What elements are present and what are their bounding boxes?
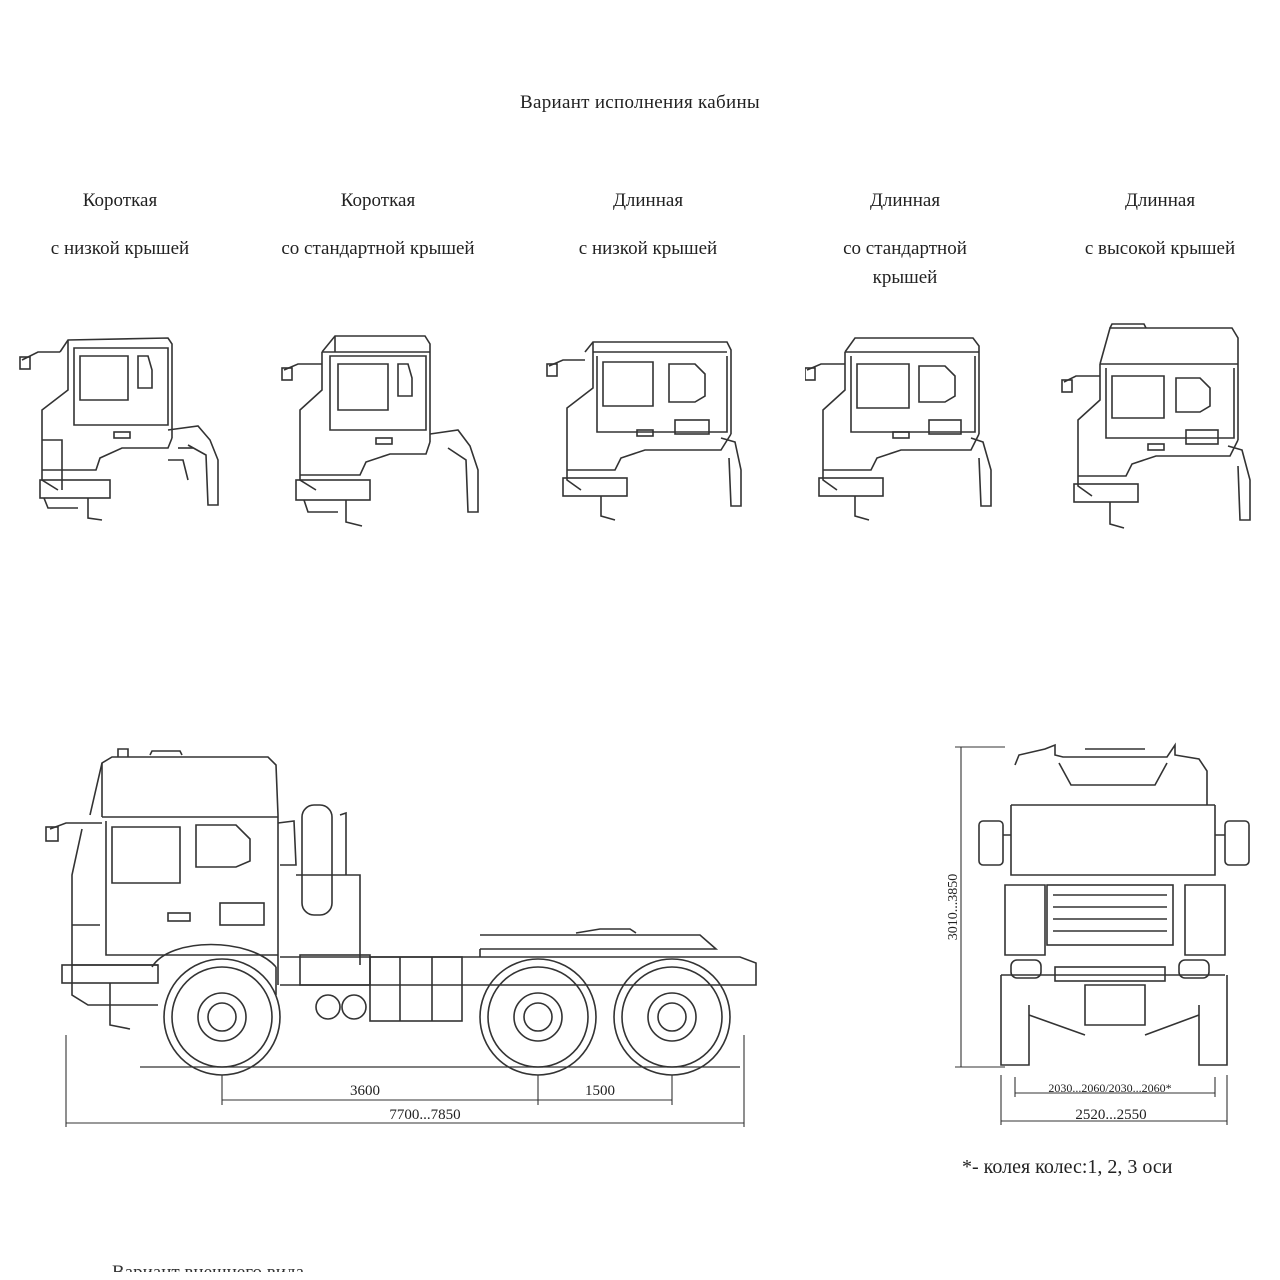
variant-type: Короткая bbox=[340, 190, 416, 211]
cab-short-low-roof-drawing bbox=[19, 337, 219, 521]
variant-type: Короткая bbox=[82, 190, 158, 211]
dim-wheelbase-rear: 1500 bbox=[585, 1083, 615, 1099]
bottom-cut-caption: Вариант внешнего вида bbox=[112, 1262, 304, 1272]
cab-long-high-roof-drawing bbox=[1061, 323, 1251, 529]
variant-type: Длинная bbox=[869, 190, 941, 211]
track-footnote: *- колея колес:1, 2, 3 оси bbox=[962, 1156, 1173, 1178]
variant-roof: с низкой крышей bbox=[578, 238, 718, 259]
dim-height: 3010...3850 bbox=[946, 874, 961, 941]
truck-side-view-drawing: 3600 1500 7700...7850 bbox=[45, 748, 757, 1127]
dim-overall-length: 7700...7850 bbox=[389, 1107, 460, 1123]
cab-long-standard-roof-drawing bbox=[805, 337, 992, 521]
page-title: Вариант исполнения кабины bbox=[520, 92, 760, 113]
variant-roof: со стандартной крышей bbox=[843, 238, 967, 288]
truck-front-view-drawing: 3010...3850 2030...2060/2030...2060* 252… bbox=[946, 742, 1250, 1125]
variant-caption-3: Длинная с низкой крышей bbox=[518, 186, 778, 263]
variant-caption-5: Длинная с высокой крышей bbox=[1030, 186, 1280, 263]
variant-caption-2: Короткая со стандартной крышей bbox=[248, 186, 508, 263]
variant-roof: с низкой крышей bbox=[50, 238, 190, 259]
variant-type: Длинная bbox=[1124, 190, 1196, 211]
variant-roof: со стандартной крышей bbox=[281, 238, 475, 259]
cab-long-low-roof-drawing bbox=[546, 341, 742, 521]
variant-roof: с высокой крышей bbox=[1084, 238, 1236, 259]
cab-short-standard-roof-drawing bbox=[281, 335, 479, 527]
dim-track: 2030...2060/2030...2060* bbox=[1048, 1081, 1171, 1095]
variant-caption-4: Длинная со стандартной крышей bbox=[775, 186, 1035, 292]
variant-type: Длинная bbox=[612, 190, 684, 211]
dim-width: 2520...2550 bbox=[1075, 1107, 1146, 1123]
variant-caption-1: Короткая с низкой крышей bbox=[0, 186, 250, 263]
dim-wheelbase-front: 3600 bbox=[350, 1083, 380, 1099]
